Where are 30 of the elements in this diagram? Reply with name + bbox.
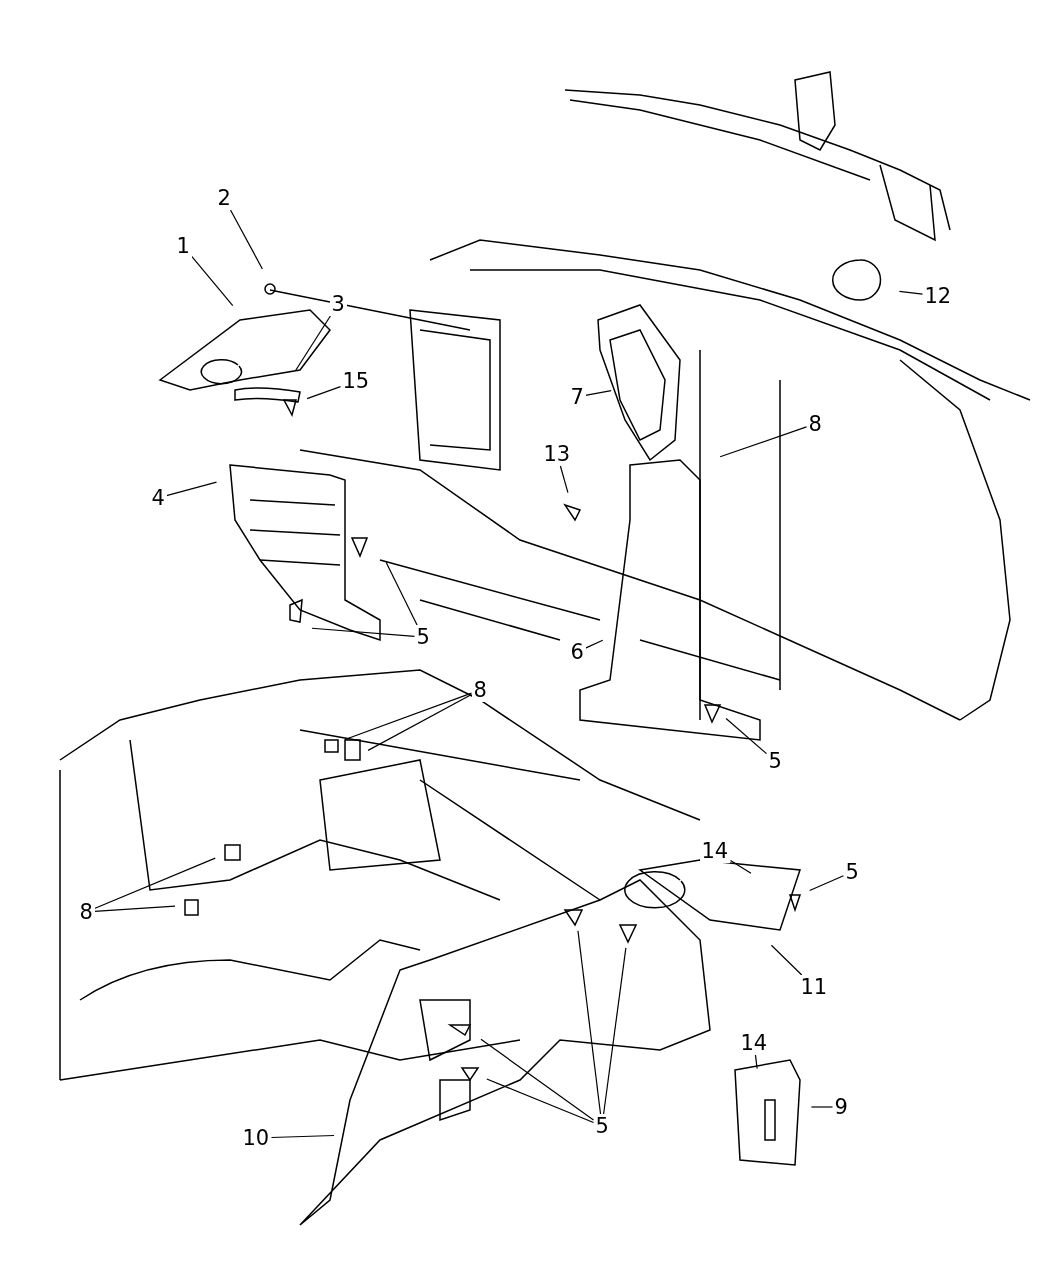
leader-line <box>311 627 416 637</box>
leader-line <box>344 692 473 741</box>
leader-line <box>898 290 924 295</box>
leader-line <box>165 481 218 497</box>
leader-line <box>584 390 612 396</box>
leader-line <box>770 944 803 976</box>
leader-line <box>385 561 418 626</box>
callout-number: 8 <box>471 678 489 702</box>
leader-line <box>603 947 627 1115</box>
leader-line <box>719 426 808 458</box>
leader-line <box>486 1078 595 1124</box>
leader-line <box>93 857 216 910</box>
leader-line <box>306 385 342 400</box>
leader-line <box>93 905 176 913</box>
leader-line <box>295 315 331 372</box>
callout-number: 3 <box>329 292 347 316</box>
leader-line <box>729 859 752 874</box>
leader-line <box>725 717 768 755</box>
leader-line <box>810 1106 834 1108</box>
leader-line <box>229 209 263 270</box>
leader-line <box>559 465 569 494</box>
callout-number: 14 <box>699 839 731 863</box>
leader-line <box>809 875 845 892</box>
leader-line <box>190 255 234 307</box>
leader-line <box>577 930 602 1115</box>
leader-line <box>367 694 473 751</box>
leader-line <box>480 1038 595 1121</box>
leader-line <box>584 639 604 649</box>
leader-line <box>754 1054 758 1070</box>
leader-line <box>270 1134 335 1139</box>
